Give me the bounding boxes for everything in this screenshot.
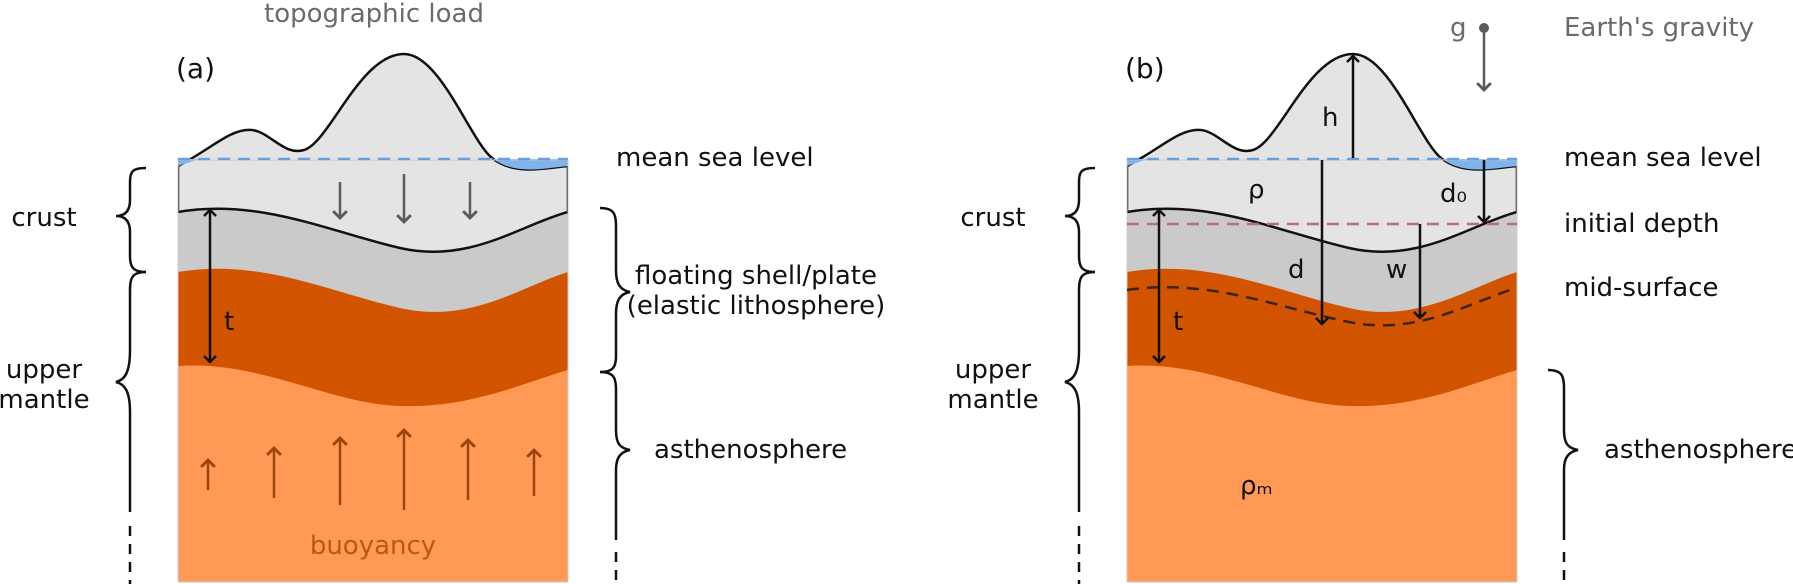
asthenosphere-label: asthenosphere bbox=[1604, 435, 1793, 465]
plate-label-line2: (elastic lithosphere) bbox=[627, 291, 886, 321]
crust-brace bbox=[1064, 166, 1096, 274]
thickness-label: t bbox=[1173, 307, 1183, 337]
depth-label: d bbox=[1288, 255, 1305, 285]
sea-water bbox=[1127, 159, 1149, 166]
asthenosphere-label: asthenosphere bbox=[654, 435, 847, 465]
plate-brace bbox=[599, 206, 631, 374]
upper-mantle-label-line2: mantle bbox=[0, 385, 90, 415]
panel-b: h d w d₀ t ρ ρₘ (b) g Earth's gravity cr… bbox=[947, 13, 1793, 584]
panel-a-frame bbox=[177, 159, 569, 583]
upper-mantle-brace bbox=[1064, 270, 1096, 512]
initial-depth-symbol: d₀ bbox=[1440, 179, 1467, 209]
upper-mantle-label-line1: upper bbox=[955, 355, 1031, 385]
crust-brace bbox=[115, 166, 147, 274]
topographic-load bbox=[1127, 52, 1517, 253]
mid-surface-line bbox=[1126, 286, 1518, 327]
upper-mantle-label-line1: upper bbox=[6, 355, 82, 385]
panel-b-tag: (b) bbox=[1125, 52, 1165, 85]
gravity-label: Earth's gravity bbox=[1564, 13, 1754, 43]
mean-sea-level-label: mean sea level bbox=[1564, 143, 1762, 173]
sea-water-right bbox=[480, 158, 568, 170]
height-label: h bbox=[1322, 103, 1338, 133]
upper-mantle-label-line2: mantle bbox=[947, 385, 1038, 415]
panel-a: t buoyancy topographic load (a) crust up… bbox=[0, 0, 885, 584]
mantle-density-label: ρₘ bbox=[1240, 471, 1273, 501]
lithospheric-mantle-layer bbox=[178, 267, 568, 407]
asthenosphere-brace bbox=[1547, 368, 1579, 540]
crust-density-label: ρ bbox=[1248, 175, 1265, 205]
mid-surface-label: mid-surface bbox=[1564, 273, 1719, 303]
lithospheric-mantle-layer bbox=[1127, 267, 1517, 407]
thickness-label: t bbox=[224, 307, 234, 337]
plate-label-line1: floating shell/plate bbox=[635, 261, 877, 291]
asthenosphere-brace bbox=[599, 370, 631, 540]
panel-a-tag: (a) bbox=[176, 52, 215, 85]
sea-water bbox=[178, 159, 200, 166]
crust-layer bbox=[178, 207, 568, 312]
crust-label: crust bbox=[11, 203, 76, 233]
gravity-symbol: g bbox=[1450, 13, 1467, 43]
upper-mantle-brace bbox=[115, 270, 147, 512]
topographic-load-label: topographic load bbox=[264, 0, 484, 29]
buoyancy-label: buoyancy bbox=[310, 531, 436, 561]
deflection-label: w bbox=[1386, 255, 1407, 285]
crust-label: crust bbox=[960, 203, 1025, 233]
sea-water-right bbox=[1429, 158, 1517, 170]
initial-depth-label: initial depth bbox=[1564, 209, 1719, 239]
mean-sea-level-label: mean sea level bbox=[616, 143, 814, 173]
